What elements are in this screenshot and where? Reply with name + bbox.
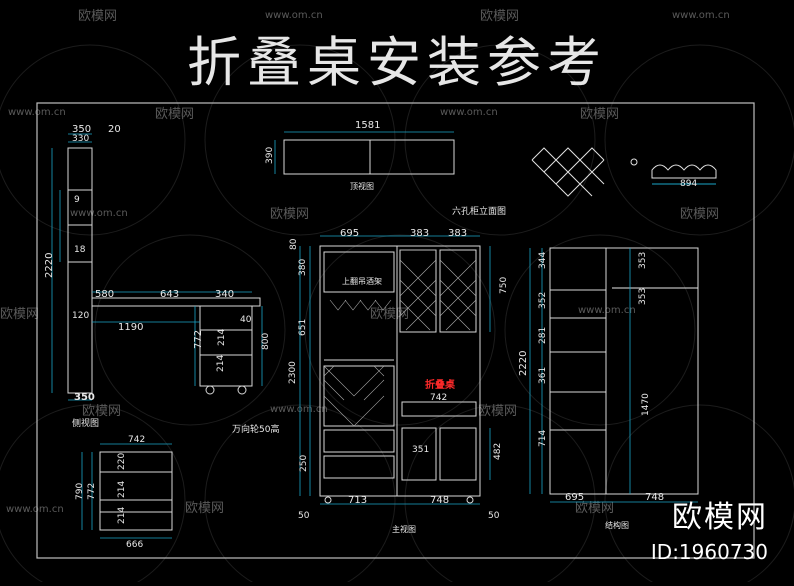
wine-rack-sketch xyxy=(531,147,717,197)
dim-1190: 1190 xyxy=(118,322,143,333)
dim-9: 9 xyxy=(74,195,80,205)
watermark-url: www.om.cn xyxy=(270,404,328,415)
watermark-brand: 欧模网 xyxy=(680,207,719,222)
dim-350: 350 xyxy=(74,392,95,403)
side-view-label: 侧视图 xyxy=(72,417,99,429)
watermark-brand: 欧模网 xyxy=(580,107,619,122)
dim-250: 250 xyxy=(299,455,309,472)
dim-714: 714 xyxy=(538,430,548,447)
watermark-brand: 欧模网 xyxy=(185,501,224,516)
dim-353: 353 xyxy=(638,288,648,305)
dim-383: 383 xyxy=(410,228,429,239)
wine-shelf-label: 上翻吊酒架 xyxy=(342,277,382,286)
brand-logo: 欧模网 xyxy=(672,500,768,535)
dim-713: 713 xyxy=(348,495,367,506)
folding-table-label: 折叠桌 xyxy=(425,378,455,391)
structure-view: 344 353 352 353 281 361 2220 1470 714 69… xyxy=(518,247,699,530)
dim-351: 351 xyxy=(412,445,429,455)
dim-214: 214 xyxy=(117,507,127,524)
dim-772: 772 xyxy=(87,483,97,500)
table-detail: 742 790 772 220 214 214 666 xyxy=(75,435,173,550)
dim-651: 651 xyxy=(298,319,308,336)
dim-2220: 2220 xyxy=(518,351,529,376)
dim-344: 344 xyxy=(538,252,548,269)
dim-742: 742 xyxy=(430,393,447,403)
dim-80: 80 xyxy=(289,238,299,250)
watermark-brand: 欧模网 xyxy=(370,307,409,322)
dim-643: 643 xyxy=(160,289,179,300)
dim-2220: 2220 xyxy=(44,253,55,278)
table-leg-label: 万向轮50高 xyxy=(232,423,279,435)
dim-482: 482 xyxy=(493,443,503,460)
dim-214: 214 xyxy=(117,481,127,498)
watermark-brand: 欧模网 xyxy=(575,501,614,516)
watermarks: 欧模网 www.om.cn 欧模网 www.om.cn 欧模网 欧模网 www.… xyxy=(0,9,730,516)
watermark-url: www.om.cn xyxy=(578,305,636,316)
top-view: 1581 390 顶视图 xyxy=(265,120,455,191)
watermark-url: www.om.cn xyxy=(6,504,64,515)
dim-383: 383 xyxy=(448,228,467,239)
structure-view-label: 结构图 xyxy=(605,520,629,530)
dim-1470: 1470 xyxy=(641,393,651,416)
dim-50: 50 xyxy=(298,511,310,521)
dim-695: 695 xyxy=(340,228,359,239)
dim-748: 748 xyxy=(645,492,664,503)
front-view-label: 主视图 xyxy=(392,524,416,534)
dim-790: 790 xyxy=(75,483,85,500)
dim-220: 220 xyxy=(117,453,127,470)
dim-20: 20 xyxy=(108,124,121,135)
dim-380: 380 xyxy=(298,259,308,276)
page-title: 折叠桌安装参考 xyxy=(187,31,607,94)
dim-742: 742 xyxy=(128,435,145,445)
dim-1581: 1581 xyxy=(355,120,380,131)
dim-281: 281 xyxy=(538,327,548,344)
dim-772: 772 xyxy=(193,330,204,349)
watermark-brand: 欧模网 xyxy=(78,9,117,24)
dim-40: 40 xyxy=(240,315,252,325)
watermark-url: www.om.cn xyxy=(265,10,323,21)
dim-748: 748 xyxy=(430,495,449,506)
top-view-label: 顶视图 xyxy=(350,181,374,191)
dim-214: 214 xyxy=(217,329,227,346)
dim-695: 695 xyxy=(565,492,584,503)
watermark-brand: 欧模网 xyxy=(478,404,517,419)
dim-2300: 2300 xyxy=(288,361,298,384)
dim-390: 390 xyxy=(265,147,275,164)
door-view-label: 六孔柜立面图 xyxy=(452,205,506,217)
watermark-brand: 欧模网 xyxy=(270,207,309,222)
dim-894: 894 xyxy=(680,179,697,189)
side-view: 350 20 330 2220 9 18 580 643 340 120 119… xyxy=(44,124,279,435)
drawing-frame xyxy=(36,102,755,559)
dim-350: 350 xyxy=(72,124,91,135)
watermark-url: www.om.cn xyxy=(70,208,128,219)
brand-id: ID:1960730 xyxy=(650,540,768,564)
dim-214: 214 xyxy=(216,355,226,372)
watermark-brand: 欧模网 xyxy=(0,307,39,322)
dim-352: 352 xyxy=(538,292,548,309)
front-view: 六孔柜立面图 695 383 383 80 380 651 2300 750 上… xyxy=(288,205,509,534)
dim-361: 361 xyxy=(538,367,548,384)
dim-800: 800 xyxy=(261,333,271,350)
dim-50: 50 xyxy=(488,511,500,521)
watermark-url: www.om.cn xyxy=(440,107,498,118)
dim-580: 580 xyxy=(95,289,114,300)
dim-18: 18 xyxy=(74,245,86,255)
watermark-url: www.om.cn xyxy=(672,10,730,21)
dim-353: 353 xyxy=(638,252,648,269)
dim-340: 340 xyxy=(215,289,234,300)
dim-120: 120 xyxy=(72,311,89,321)
watermark-brand: 欧模网 xyxy=(82,404,121,419)
watermark-brand: 欧模网 xyxy=(480,9,519,24)
watermark-brand: 欧模网 xyxy=(155,107,194,122)
dim-750: 750 xyxy=(499,277,509,294)
dim-330: 330 xyxy=(72,134,89,144)
dim-666: 666 xyxy=(126,540,143,550)
